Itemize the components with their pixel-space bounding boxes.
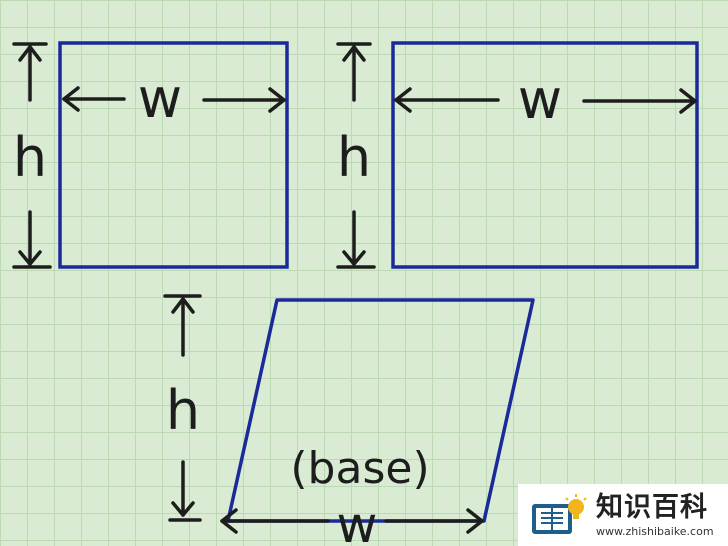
square-width-label: w [138, 67, 182, 130]
parallelogram-height-arrow [163, 294, 202, 522]
rectangle-width-arrow [394, 87, 697, 114]
parallelogram-width-arrow [220, 508, 484, 534]
rectangle-height-arrow [336, 42, 376, 269]
watermark-url: www.zhishibaike.com [596, 524, 714, 538]
watermark-name: 知识百科 [596, 491, 708, 523]
parallelogram-width-label: w [337, 496, 378, 546]
watermark-text: 知识百科 www.zhishibaike.com [596, 494, 714, 537]
square-height-label: h [13, 126, 47, 189]
rectangle-width-label: w [518, 68, 562, 131]
square-height-arrow [12, 42, 52, 269]
rectangle-shape [391, 41, 699, 269]
square-width-arrow [62, 86, 286, 113]
square-shape [58, 41, 289, 269]
parallelogram-base-label: (base) [290, 443, 429, 494]
watermark-badge: 知识百科 www.zhishibaike.com [518, 484, 728, 546]
rectangle-height-label: h [337, 126, 371, 189]
parallelogram-shape [226, 298, 535, 523]
book-lightbulb-icon [532, 494, 587, 534]
parallelogram-height-label: h [166, 379, 200, 442]
